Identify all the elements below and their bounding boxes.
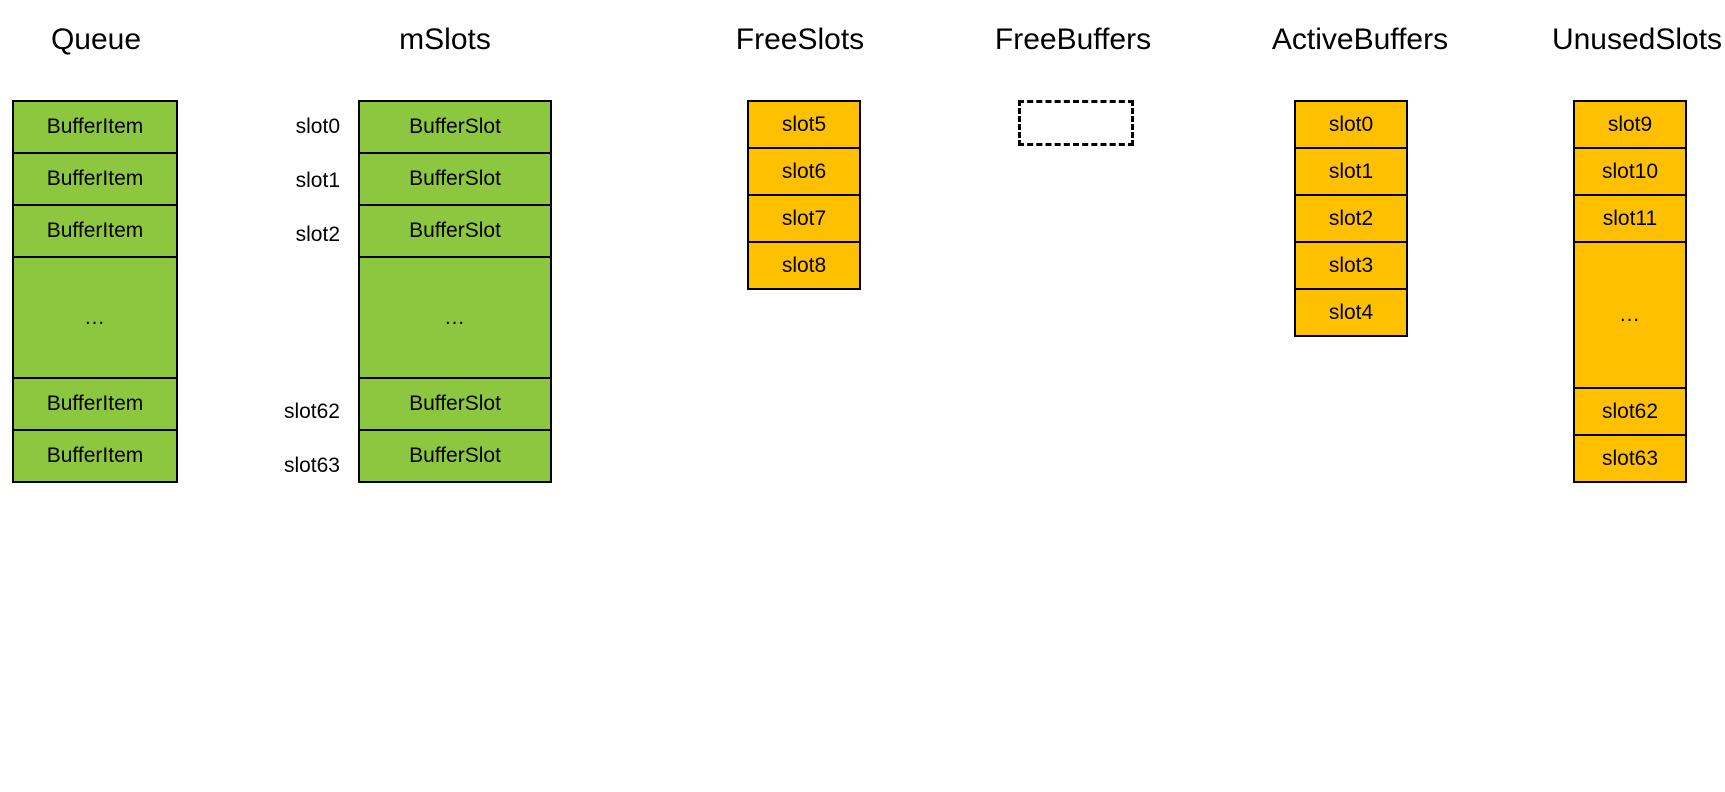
cell-activebuffers-2: slot2 <box>1294 194 1408 243</box>
column-title-activebuffers: ActiveBuffers <box>1271 23 1449 56</box>
cell-activebuffers-4: slot4 <box>1294 288 1408 337</box>
cell-unusedslots-4: slot62 <box>1573 387 1687 436</box>
side-label-mslots-4: slot62 <box>283 400 340 423</box>
column-title-queue: Queue <box>50 23 142 56</box>
cell-unusedslots-5: slot63 <box>1573 434 1687 483</box>
cell-unusedslots-1: slot10 <box>1573 147 1687 196</box>
cell-freeslots-2: slot7 <box>747 194 861 243</box>
column-title-mslots: mSlots <box>399 23 491 56</box>
side-label-group-mslots: slot0 slot1 slot2 slot62 slot63 <box>240 100 350 493</box>
side-label-mslots-3 <box>240 262 350 385</box>
cell-queue-2: BufferItem <box>12 204 178 258</box>
cell-unusedslots-ellipsis: … <box>1573 241 1687 389</box>
cell-activebuffers-1: slot1 <box>1294 147 1408 196</box>
column-title-unusedslots: UnusedSlots <box>1551 23 1723 56</box>
cell-mslots-5: BufferSlot <box>358 429 552 483</box>
cell-unusedslots-2: slot11 <box>1573 194 1687 243</box>
side-label-mslots-0: slot0 <box>295 115 340 138</box>
side-label-mslots-5: slot63 <box>283 454 340 477</box>
cell-queue-0: BufferItem <box>12 100 178 154</box>
cell-freeslots-0: slot5 <box>747 100 861 149</box>
column-title-freebuffers: FreeBuffers <box>994 23 1152 56</box>
cell-mslots-2: BufferSlot <box>358 204 552 258</box>
cell-mslots-4: BufferSlot <box>358 377 552 431</box>
cell-queue-1: BufferItem <box>12 152 178 206</box>
cell-activebuffers-3: slot3 <box>1294 241 1408 290</box>
cell-mslots-1: BufferSlot <box>358 152 552 206</box>
cell-unusedslots-0: slot9 <box>1573 100 1687 149</box>
cell-queue-ellipsis: … <box>12 256 178 379</box>
cell-mslots-ellipsis: … <box>358 256 552 379</box>
cell-queue-4: BufferItem <box>12 377 178 431</box>
side-label-mslots-1: slot1 <box>295 169 340 192</box>
cell-freeslots-3: slot8 <box>747 241 861 290</box>
side-label-mslots-2: slot2 <box>295 223 340 246</box>
cell-mslots-0: BufferSlot <box>358 100 552 154</box>
cell-freeslots-1: slot6 <box>747 147 861 196</box>
cell-activebuffers-0: slot0 <box>1294 100 1408 149</box>
column-title-freeslots: FreeSlots <box>735 23 865 56</box>
cell-queue-5: BufferItem <box>12 429 178 483</box>
empty-placeholder-freebuffers <box>1018 100 1134 146</box>
